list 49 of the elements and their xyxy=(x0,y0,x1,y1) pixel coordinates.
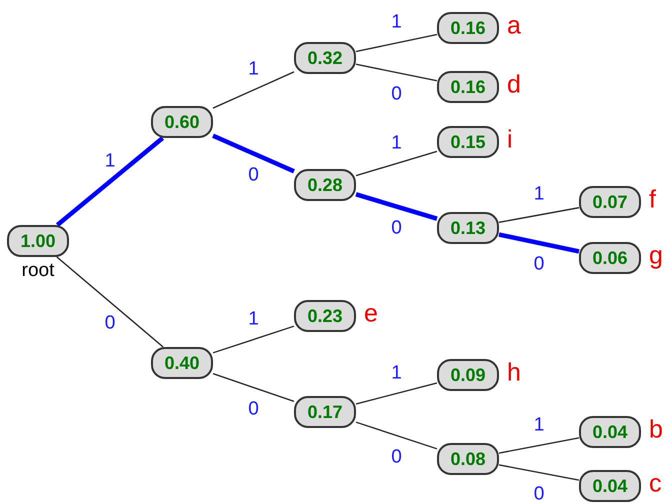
connector-line xyxy=(498,207,580,223)
connector-line xyxy=(356,64,438,82)
edge-label: 0 xyxy=(390,447,403,466)
probability-node: 0.04 xyxy=(579,470,641,502)
connector-line xyxy=(56,136,164,227)
probability-node: 0.60 xyxy=(151,106,213,138)
connector-line xyxy=(356,422,438,450)
probability-node: 0.09 xyxy=(437,359,499,391)
node-caption: root xyxy=(22,261,54,280)
connector-line xyxy=(212,373,294,402)
symbol-label: d xyxy=(507,72,521,98)
connector-line xyxy=(356,150,438,176)
edge-label: 0 xyxy=(390,218,403,237)
edge-label: 0 xyxy=(247,399,260,418)
symbol-label: g xyxy=(649,244,663,268)
edge-label: 0 xyxy=(532,484,546,503)
connector-line xyxy=(356,382,438,405)
symbol-label: i xyxy=(507,128,513,152)
probability-node: 0.04 xyxy=(579,416,641,448)
symbol-label: f xyxy=(649,188,656,212)
probability-node: 0.28 xyxy=(294,169,356,201)
connector-line xyxy=(56,256,164,348)
edge-label: 0 xyxy=(390,84,403,103)
probability-node: 0.16 xyxy=(437,71,499,103)
symbol-label: c xyxy=(649,472,662,496)
connector-line xyxy=(212,71,294,109)
probability-node: 0.40 xyxy=(151,347,213,379)
connector-line xyxy=(355,192,438,221)
connector-line xyxy=(212,134,295,174)
probability-node: 0.08 xyxy=(437,443,499,475)
probability-node: 0.15 xyxy=(437,126,499,158)
symbol-label: b xyxy=(649,418,663,442)
probability-node: 0.17 xyxy=(294,396,356,428)
probability-node: 0.32 xyxy=(294,42,356,74)
probability-node: 1.00 xyxy=(7,225,69,257)
probability-node: 0.07 xyxy=(579,186,641,218)
symbol-label: e xyxy=(364,302,378,326)
probability-node: 0.13 xyxy=(437,212,499,244)
connector-line xyxy=(498,464,580,481)
symbol-label: h xyxy=(507,360,521,386)
symbol-label: a xyxy=(507,14,521,38)
probability-node: 0.06 xyxy=(579,242,641,274)
connector-line xyxy=(498,437,580,454)
connector-line xyxy=(356,34,438,52)
edge-label: 0 xyxy=(247,165,260,184)
probability-node: 0.16 xyxy=(437,12,499,44)
probability-node: 0.23 xyxy=(294,300,356,332)
connector-line xyxy=(498,232,580,254)
connector-line xyxy=(212,326,294,354)
